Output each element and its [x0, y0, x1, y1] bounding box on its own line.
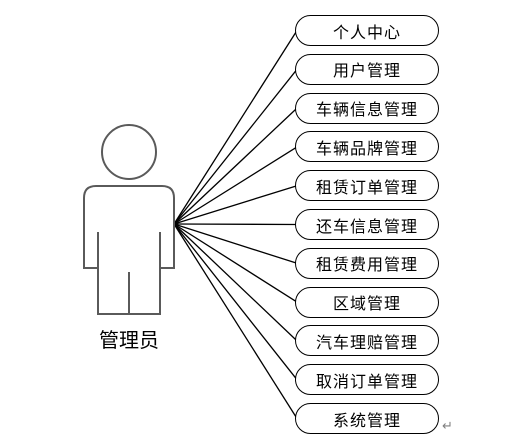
association-line [173, 223, 298, 226]
association-line [173, 223, 298, 342]
use-case-oval: 区域管理 [295, 286, 439, 318]
association-line [173, 30, 298, 225]
use-case-oval: 车辆品牌管理 [295, 131, 439, 163]
actor-label: 管理员 [99, 328, 159, 352]
association-lines [173, 30, 298, 419]
association-line [173, 185, 298, 225]
actor-figure [83, 124, 175, 315]
association-line [173, 223, 298, 303]
use-case-oval: 还车信息管理 [295, 209, 439, 240]
use-case-oval: 车辆信息管理 [295, 92, 439, 124]
association-line [173, 223, 298, 381]
use-case-oval: 租赁订单管理 [295, 170, 439, 202]
actor-body [83, 185, 175, 315]
association-line [173, 223, 298, 264]
use-case-oval: 取消订单管理 [295, 364, 439, 396]
use-case-oval: 系统管理 [295, 403, 439, 434]
use-case-oval: 个人中心 [295, 15, 439, 46]
use-case-oval: 租赁费用管理 [295, 247, 439, 279]
association-line [173, 107, 298, 225]
association-line [173, 68, 298, 225]
association-line [173, 146, 298, 225]
paragraph-mark: ↵ [442, 419, 453, 434]
use-case-oval: 汽车理赔管理 [295, 325, 439, 357]
association-line [173, 223, 298, 419]
use-case-oval: 用户管理 [295, 53, 439, 85]
actor-head [101, 124, 157, 180]
